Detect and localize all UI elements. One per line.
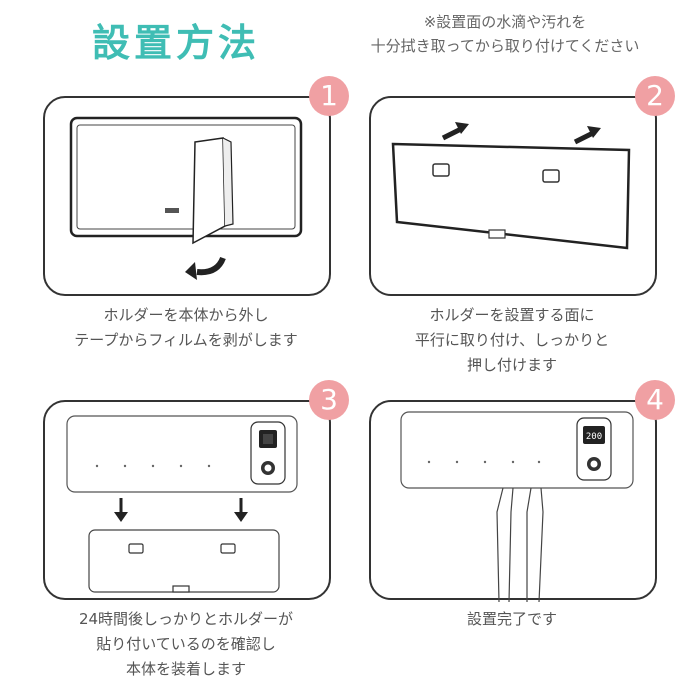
step-1-panel: 1 bbox=[43, 76, 349, 296]
step-2-caption: ホルダーを設置する面に 平行に取り付け、しっかりと 押し付けます bbox=[414, 306, 610, 374]
step-3-caption: 24時間後しっかりとホルダーが 貼り付いているのを確認し 本体を装着します bbox=[78, 610, 294, 678]
step-1-caption: ホルダーを本体から外し テープからフィルムを剥がします bbox=[74, 306, 298, 349]
step-1-badge: 1 bbox=[309, 76, 349, 116]
step-4-caption: 設置完了です bbox=[466, 610, 557, 628]
step-4-illustration: 200 bbox=[400, 411, 634, 602]
timer-display: 200 bbox=[586, 432, 602, 442]
step-3-badge: 3 bbox=[309, 380, 349, 420]
step-1-illustration bbox=[69, 116, 303, 280]
step-2-badge: 2 bbox=[635, 76, 675, 116]
page-title: 設置方法 bbox=[92, 21, 261, 65]
step-2-illustration bbox=[391, 122, 631, 250]
step-4-panel: 4 200 bbox=[369, 380, 675, 602]
step-3-panel: 3 bbox=[43, 380, 349, 600]
cleaning-note: ※設置面の水滴や汚れを 十分拭き取ってから取り付けてください bbox=[370, 13, 640, 55]
step-2-panel: 2 bbox=[369, 76, 675, 296]
step-4-badge: 4 bbox=[635, 380, 675, 420]
step-3-illustration bbox=[66, 415, 298, 593]
